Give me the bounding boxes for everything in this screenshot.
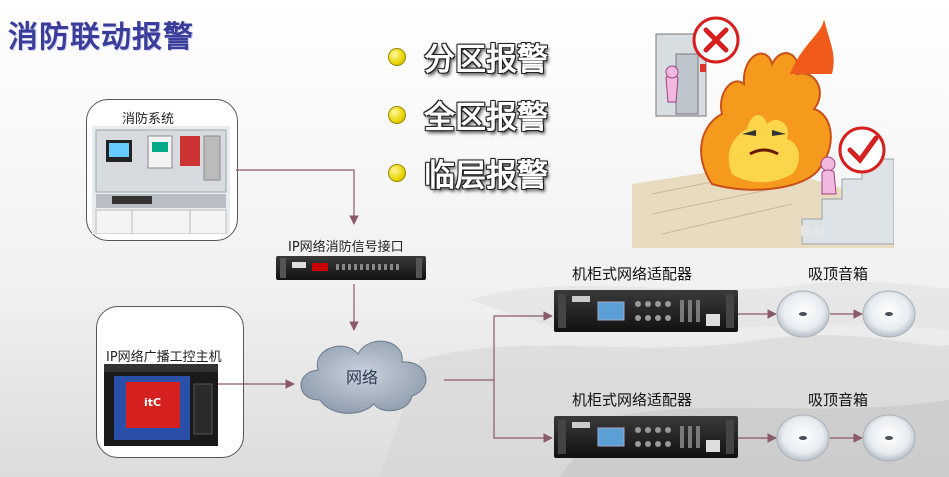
network-label: 网络: [346, 368, 379, 387]
ceiling-speaker-icon: [776, 290, 830, 338]
adapter-1-label: 机柜式网络适配器: [572, 265, 693, 283]
adapter-2-label: 机柜式网络适配器: [572, 391, 693, 409]
host-label: IP网络广播工控主机: [106, 350, 222, 365]
watermark-text: Bai: [800, 224, 825, 240]
network-adapter-2-device: [554, 416, 738, 458]
ceiling-speaker-icon: [862, 414, 916, 462]
bullet-dot-icon: [388, 163, 406, 182]
prohibited-icon: [692, 16, 740, 64]
ceiling-speaker-icon: [776, 414, 830, 462]
bullet-adjacent-floor-alarm: 临层报警: [388, 150, 548, 195]
bullet-zone-alarm: 分区报警: [388, 34, 548, 79]
broadcast-host-image: itC: [104, 364, 218, 446]
page-title: 消防联动报警: [8, 20, 194, 55]
fire-system-label: 消防系统: [122, 112, 175, 127]
bullet-all-zone-alarm: 全区报警: [388, 92, 548, 137]
network-cloud: [300, 340, 427, 414]
fire-evacuation-illustration: Bai: [632, 16, 894, 248]
ceiling-speaker-icon: [862, 290, 916, 338]
bullet-dot-icon: [388, 47, 406, 66]
network-adapter-1-device: [554, 290, 738, 332]
speaker-group-2-label: 吸顶音箱: [808, 391, 869, 409]
fire-signal-interface-device: [276, 256, 426, 280]
host-screen-logo: itC: [144, 396, 161, 409]
interface-label: IP网络消防信号接口: [288, 240, 404, 255]
fire-system-console-image: [92, 126, 230, 234]
bullet-dot-icon: [388, 105, 406, 124]
check-icon: [838, 126, 886, 174]
speaker-group-1-label: 吸顶音箱: [808, 265, 869, 283]
